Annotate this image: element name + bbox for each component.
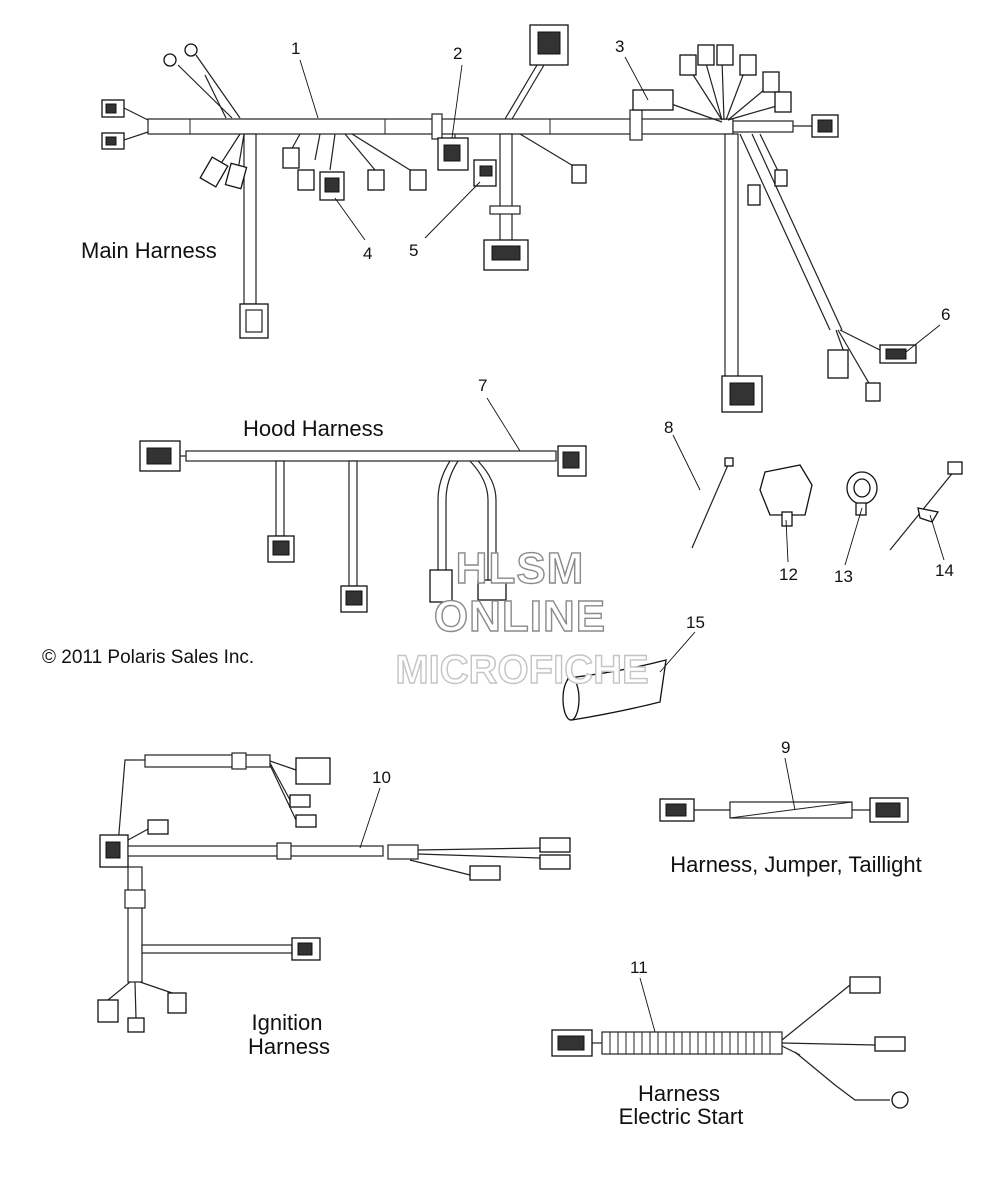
loose-parts — [562, 457, 963, 721]
callout-6: 6 — [941, 305, 950, 324]
hood-harness-label: Hood Harness — [243, 416, 384, 441]
callout-5: 5 — [409, 241, 418, 260]
ignition-harness-label-2: Harness — [248, 1034, 330, 1059]
leader-lines — [299, 56, 945, 1033]
jumper-taillight-harness — [659, 797, 909, 823]
watermark-line-3: MICROFICHE — [395, 648, 648, 692]
callout-2: 2 — [453, 44, 462, 63]
callout-3: 3 — [615, 37, 624, 56]
callout-14: 14 — [935, 561, 954, 580]
hood-harness — [139, 440, 587, 613]
callout-7: 7 — [478, 376, 487, 395]
callout-15: 15 — [686, 613, 705, 632]
callout-9: 9 — [781, 738, 790, 757]
callout-10: 10 — [372, 768, 391, 787]
main-harness-label: Main Harness — [81, 238, 217, 263]
callout-13: 13 — [834, 567, 853, 586]
electric-start-label-2: Electric Start — [619, 1104, 744, 1129]
copyright-text: © 2011 Polaris Sales Inc. — [42, 647, 254, 668]
main-harness — [101, 24, 917, 413]
callout-8: 8 — [664, 418, 673, 437]
watermark-line-2: ONLINE — [434, 592, 606, 641]
ignition-harness-label-1: Ignition — [252, 1010, 323, 1035]
ignition-harness — [97, 752, 571, 1033]
callout-numbers: 1 2 3 4 5 6 7 8 9 10 11 12 13 14 15 — [291, 37, 954, 977]
callout-11: 11 — [630, 958, 648, 977]
electric-start-harness — [551, 976, 909, 1109]
jumper-taillight-label: Harness, Jumper, Taillight — [670, 852, 922, 877]
harness-labels: Main Harness Hood Harness Ignition Harne… — [42, 238, 922, 1129]
watermark-line-1: HLSM — [456, 544, 585, 593]
watermark: HLSM ONLINE MICROFICHE — [395, 543, 650, 692]
callout-1: 1 — [291, 39, 300, 58]
callout-12: 12 — [779, 565, 798, 584]
electric-start-label-1: Harness — [638, 1081, 720, 1106]
callout-4: 4 — [363, 244, 372, 263]
